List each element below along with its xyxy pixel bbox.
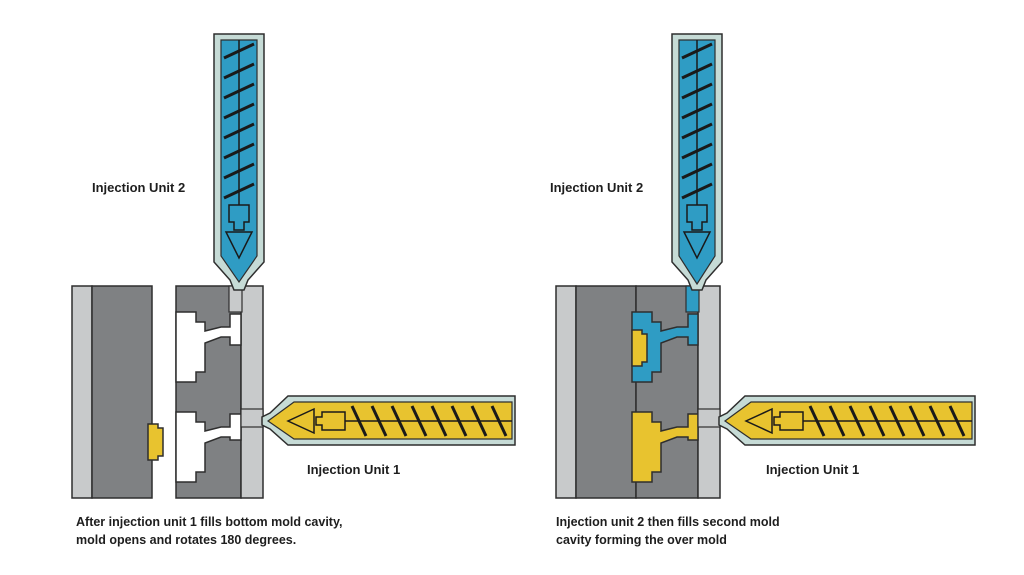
top-mold-cavity <box>175 311 242 383</box>
left-panel <box>71 33 516 499</box>
stationary-mold-half <box>175 285 264 499</box>
moving-mold-half <box>71 285 164 499</box>
caption-line: cavity forming the over mold <box>556 533 727 547</box>
right-panel <box>555 33 976 499</box>
left-caption: After injection unit 1 fills bottom mold… <box>76 513 342 549</box>
injection-unit-2-label: Injection Unit 2 <box>92 180 186 195</box>
injection-unit-1 <box>261 395 516 446</box>
first-shot-part <box>631 329 648 367</box>
caption-line: mold opens and rotates 180 degrees. <box>76 533 297 547</box>
bottom-mold-cavity <box>175 411 242 483</box>
moving-mold-half <box>555 285 637 499</box>
right-caption: Injection unit 2 then fills second mold … <box>556 513 780 549</box>
injection-unit-2 <box>213 33 265 291</box>
injection-unit-1 <box>718 395 976 446</box>
caption-line: After injection unit 1 fills bottom mold… <box>76 515 343 529</box>
over-mold-material <box>631 311 699 383</box>
injection-unit-2-label: Injection Unit 2 <box>550 180 644 195</box>
caption-line: Injection unit 2 then fills second mold <box>556 515 780 529</box>
bottom-mold-cavity-filled <box>631 411 699 483</box>
first-shot-part <box>147 423 164 461</box>
injection-unit-1-label: Injection Unit 1 <box>307 462 401 477</box>
injection-unit-2 <box>671 33 723 291</box>
injection-unit-1-label: Injection Unit 1 <box>766 462 860 477</box>
stationary-mold-half <box>631 285 721 499</box>
